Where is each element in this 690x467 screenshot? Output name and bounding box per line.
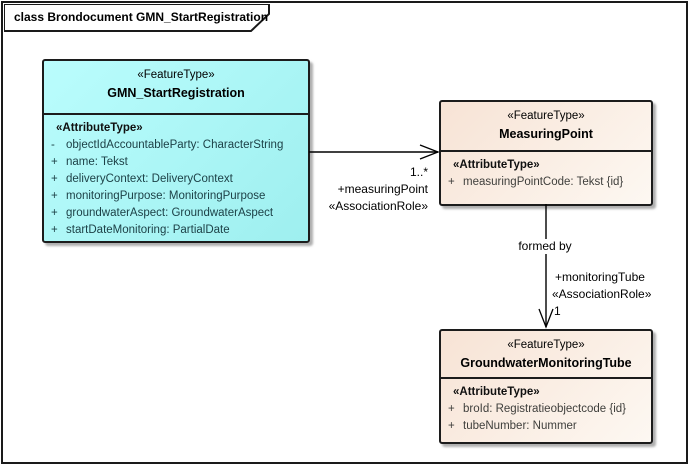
open-arrowhead-icon — [419, 144, 440, 160]
class-groundwatermonitoringtube[interactable]: «FeatureType» GroundwaterMonitoringTube … — [439, 329, 653, 444]
class-header: «FeatureType» GMN_StartRegistration — [44, 61, 308, 115]
class-header: «FeatureType» MeasuringPoint — [441, 102, 651, 152]
attribute-text: name: Tekst — [66, 156, 128, 168]
attributes-compartment: «AttributeType» - objectIdAccountablePar… — [44, 115, 308, 239]
association-stereotype: «AssociationRole» — [552, 287, 652, 301]
frame-tab-shape — [4, 4, 270, 32]
class-stereotype: «FeatureType» — [137, 69, 215, 81]
attribute-row: + groundwaterAspect: GroundwaterAspect — [44, 205, 308, 222]
visibility-symbol: + — [51, 156, 58, 168]
visibility-symbol: - — [51, 139, 55, 151]
association-name: formed by — [515, 239, 575, 254]
association-multiplicity: 1 — [554, 304, 561, 318]
attribute-text: broId: Registratieobjectcode {id} — [463, 403, 627, 415]
visibility-symbol: + — [51, 224, 58, 236]
attribute-stereotype: «AttributeType» — [453, 159, 540, 171]
frame-title-tab — [4, 4, 270, 32]
visibility-symbol: + — [448, 420, 455, 432]
attribute-text: startDateMonitoring: PartialDate — [66, 224, 230, 236]
visibility-symbol: + — [51, 207, 58, 219]
class-stereotype: «FeatureType» — [507, 110, 585, 122]
attribute-text: measuringPointCode: Tekst {id} — [463, 176, 624, 188]
attribute-text: objectIdAccountableParty: CharacterStrin… — [66, 139, 284, 151]
association-measuringpoint-line[interactable] — [309, 142, 441, 162]
attributes-compartment: «AttributeType» + broId: Registratieobje… — [441, 379, 651, 435]
class-gmn-startregistration[interactable]: «FeatureType» GMN_StartRegistration «Att… — [42, 59, 310, 243]
attribute-row: - objectIdAccountableParty: CharacterStr… — [44, 137, 308, 154]
association-role: +measuringPoint — [337, 182, 428, 196]
attribute-text: groundwaterAspect: GroundwaterAspect — [66, 207, 274, 219]
attribute-row: + deliveryContext: DeliveryContext — [44, 171, 308, 188]
attribute-row: + measuringPointCode: Tekst {id} — [441, 174, 651, 191]
attribute-row: + broId: Registratieobjectcode {id} — [441, 401, 651, 418]
open-arrowhead-icon — [538, 308, 554, 329]
association-role: +monitoringTube — [555, 270, 645, 284]
attribute-text: tubeNumber: Nummer — [463, 420, 577, 432]
class-stereotype: «FeatureType» — [507, 339, 585, 351]
visibility-symbol: + — [51, 190, 58, 202]
visibility-symbol: + — [448, 176, 455, 188]
class-header: «FeatureType» GroundwaterMonitoringTube — [441, 331, 651, 379]
diagram-title: class Brondocument GMN_StartRegistration — [14, 10, 269, 24]
class-measuringpoint[interactable]: «FeatureType» MeasuringPoint «AttributeT… — [439, 100, 653, 206]
attribute-text: monitoringPurpose: MonitoringPurpose — [66, 190, 266, 202]
attribute-row: + startDateMonitoring: PartialDate — [44, 222, 308, 239]
attribute-row: + name: Tekst — [44, 154, 308, 171]
class-name: GroundwaterMonitoringTube — [460, 356, 632, 370]
attributes-compartment: «AttributeType» + measuringPointCode: Te… — [441, 152, 651, 191]
association-stereotype: «AssociationRole» — [328, 199, 428, 213]
attribute-text: deliveryContext: DeliveryContext — [66, 173, 233, 185]
attribute-stereotype: «AttributeType» — [453, 386, 540, 398]
association-monitoringtube-line[interactable] — [535, 204, 557, 330]
visibility-symbol: + — [448, 403, 455, 415]
attribute-stereotype: «AttributeType» — [56, 122, 143, 134]
attribute-row: + tubeNumber: Nummer — [441, 418, 651, 435]
association-multiplicity: 1..* — [409, 165, 428, 179]
class-name: MeasuringPoint — [499, 127, 593, 141]
class-name: GMN_StartRegistration — [107, 86, 245, 100]
visibility-symbol: + — [51, 173, 58, 185]
attribute-row: + monitoringPurpose: MonitoringPurpose — [44, 188, 308, 205]
